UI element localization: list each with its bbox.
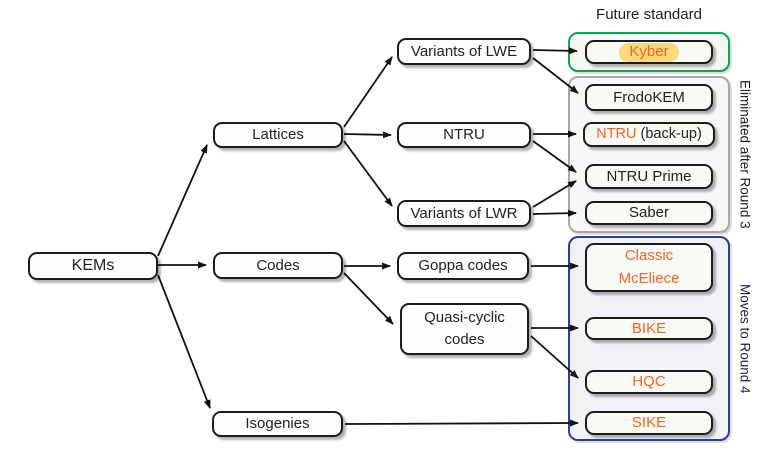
edge-isogenies-to-sike [344, 419, 579, 427]
node-sike: SIKE [585, 411, 713, 435]
node-label: Variants of LWR [410, 204, 518, 222]
node-variants-of-lwe: Variants of LWE [397, 38, 531, 65]
node-bike: BIKE [585, 317, 713, 340]
edge-lattices-to-variants-of-lwe [343, 56, 393, 128]
node-kyber: Kyber [585, 40, 713, 64]
node-classic-mceliece: Classic McEliece [585, 243, 713, 292]
node-label: NTRU [443, 126, 485, 143]
node-label: KEMs [71, 257, 115, 275]
node-label: BIKE [631, 319, 667, 337]
node-kems: KEMs [28, 252, 158, 280]
node-label: SIKE [631, 414, 667, 431]
node-isogenies: Isogenies [212, 411, 343, 437]
node-label: NTRU (back-up) [596, 125, 702, 142]
node-lattices: Lattices [213, 122, 343, 148]
node-variants-of-lwr: Variants of LWR [397, 200, 531, 227]
node-label: Codes [256, 256, 300, 274]
node-ntru-prime: NTRU Prime [585, 164, 713, 189]
moves-round4-label: Moves to Round 4 [737, 283, 753, 394]
node-ntru-backup: NTRU (back-up) [583, 122, 715, 147]
edge-codes-to-quasi-cyclic-codes [343, 272, 394, 325]
node-ntru: NTRU [397, 122, 531, 148]
future-standard-label: Future standard [596, 6, 702, 23]
edge-lattices-to-variants-of-lwr [343, 140, 393, 207]
node-label: Isogenies [245, 415, 310, 432]
edge-kems-to-isogenies [157, 274, 211, 409]
node-label: HQC [632, 373, 666, 390]
node-label: Goppa codes [418, 257, 508, 274]
node-frodokem: FrodoKEM [585, 84, 713, 111]
node-label: Classic McEliece [618, 247, 680, 287]
node-label: Saber [628, 204, 670, 221]
node-label: FrodoKEM [613, 88, 685, 106]
node-goppa-codes: Goppa codes [397, 252, 529, 280]
node-saber: Saber [585, 201, 713, 225]
node-codes: Codes [213, 252, 343, 279]
kyber-highlight: Kyber [619, 42, 679, 62]
node-label: NTRU Prime [606, 167, 692, 185]
node-label: Lattices [252, 126, 304, 143]
edge-lattices-to-ntru [343, 131, 392, 139]
node-hqc: HQC [585, 370, 713, 394]
edge-kems-to-lattices [157, 144, 208, 257]
eliminated-round3-label: Eliminated after Round 3 [737, 80, 753, 229]
node-quasi-cyclic-codes: Quasi-cyclic codes [400, 303, 529, 355]
node-label: Quasi-cyclic codes [424, 308, 505, 349]
node-label: Variants of LWE [410, 42, 518, 60]
